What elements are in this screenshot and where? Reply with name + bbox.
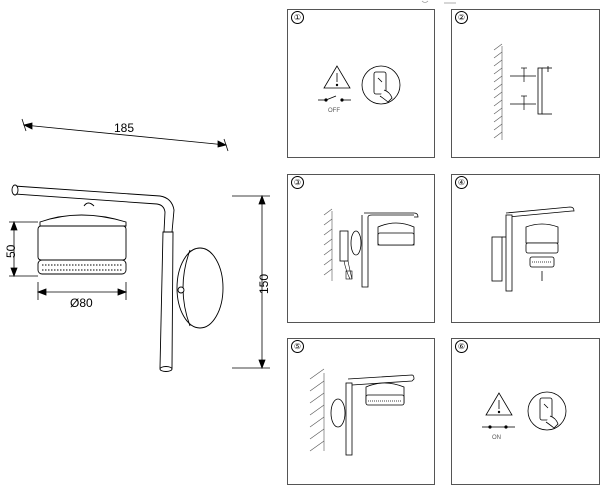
step-5-number: ⑤ (291, 340, 304, 353)
wall-hatch (309, 368, 325, 452)
switch-off-icon (318, 95, 351, 102)
height-dimension (232, 194, 270, 370)
mounting-bracket (510, 66, 552, 115)
lamp-dimension-drawing: 185 (0, 0, 290, 485)
wall-hatch (493, 43, 503, 140)
voltage-tester-icon (361, 65, 401, 105)
wall-hatch (323, 208, 333, 281)
switch-on-label: ON (492, 435, 501, 441)
wall-mount (176, 247, 224, 329)
warning-icon (485, 392, 513, 416)
top-marks (421, 0, 456, 4)
step-6-number: ⑥ (455, 340, 468, 353)
warning-icon (323, 65, 351, 89)
step-2-illustration (493, 43, 552, 140)
lamp-assembly (505, 206, 575, 292)
shade-height-label: 50 (4, 244, 18, 258)
shade-diameter-dimension (36, 282, 128, 300)
step-5-illustration (309, 368, 415, 456)
installed-lamp (330, 374, 415, 456)
height-label: 150 (257, 274, 271, 294)
voltage-tester-icon (527, 391, 567, 431)
step-3-number: ③ (291, 176, 304, 189)
step-6-panel: ⑥ ON (451, 338, 600, 485)
step-2-panel: ② (451, 9, 600, 158)
lamp-arm (11, 184, 175, 372)
width-dimension (21, 118, 229, 152)
step-6-illustration (482, 391, 567, 431)
lamp-assembly (339, 212, 419, 288)
step-4-illustration (491, 206, 575, 292)
shade-height-dimension (9, 220, 38, 278)
step-4-number: ④ (455, 176, 468, 189)
step-1-number: ① (291, 11, 304, 24)
switch-off-label: OFF (328, 108, 340, 114)
step-1-illustration (318, 65, 401, 105)
step-1-panel: ① OFF (287, 9, 435, 158)
lamp-shade (37, 202, 127, 275)
led-module (529, 256, 555, 281)
step-5-panel: ⑤ (287, 338, 435, 485)
wire-connector (343, 260, 353, 280)
screw-icons (521, 67, 527, 110)
step-2-number: ② (455, 11, 468, 24)
step-3-illustration (323, 208, 419, 288)
shade-diameter-label: Ø80 (70, 296, 93, 310)
switch-on-icon (482, 425, 515, 429)
width-label: 185 (114, 121, 134, 135)
step-3-panel: ③ (287, 174, 435, 323)
step-4-panel: ④ (451, 174, 600, 323)
